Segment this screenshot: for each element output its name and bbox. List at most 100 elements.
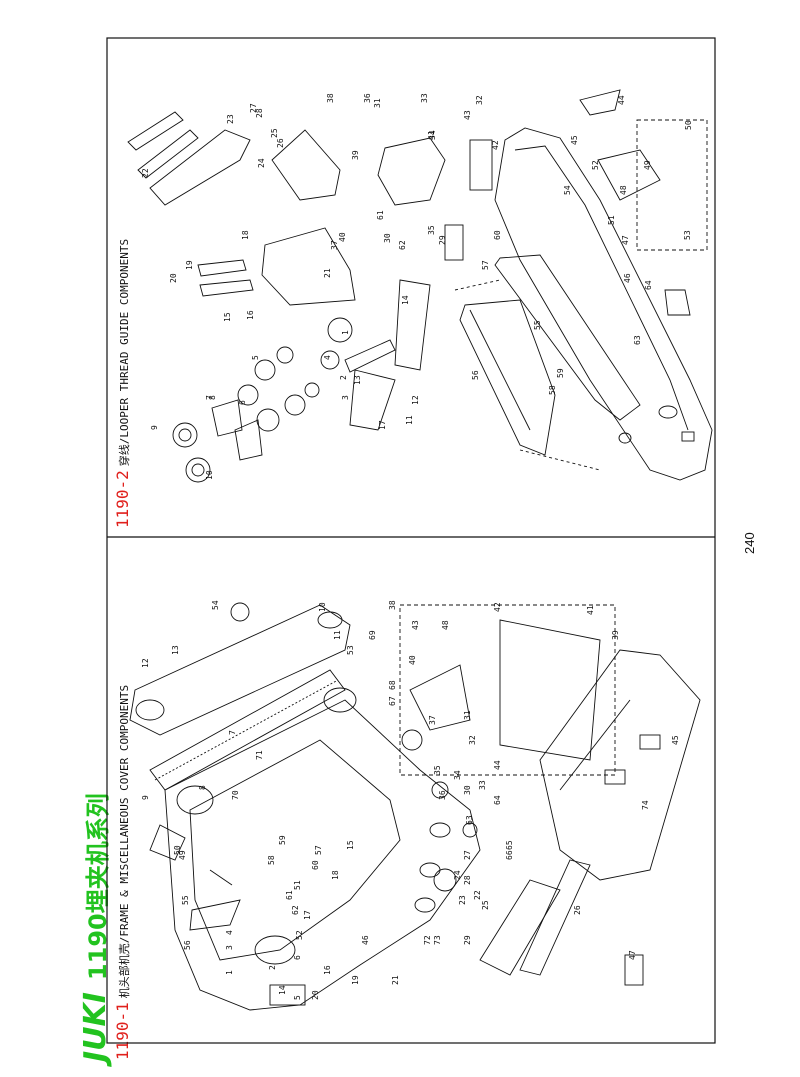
callout-panel1-37: 37 <box>428 715 437 725</box>
callout-panel1-46: 46 <box>361 935 370 945</box>
callout-panel1-23: 23 <box>458 895 467 905</box>
callout-labels: 1234567891011121314151617181920212223242… <box>141 93 693 1000</box>
callout-panel2-59: 59 <box>556 368 565 378</box>
callout-panel2-32: 32 <box>475 95 484 105</box>
callout-panel2-2: 2 <box>339 375 348 380</box>
callout-panel2-61: 61 <box>376 210 385 220</box>
callout-panel1-17: 17 <box>303 910 312 920</box>
callout-panel2-58: 58 <box>548 385 557 395</box>
callout-panel2-45: 45 <box>570 135 579 145</box>
callout-panel2-35: 35 <box>427 225 436 235</box>
callout-panel1-21: 21 <box>391 975 400 985</box>
callout-panel1-25: 25 <box>481 900 490 910</box>
callout-panel1-14: 14 <box>278 985 287 995</box>
callout-panel1-36: 36 <box>438 790 447 800</box>
callout-panel1-29: 29 <box>463 935 472 945</box>
callout-panel2-16: 16 <box>246 310 255 320</box>
page-frame <box>106 37 716 1044</box>
callout-panel2-43: 43 <box>463 110 472 120</box>
callout-panel2-42: 42 <box>491 140 500 150</box>
callout-panel2-24: 24 <box>257 158 266 168</box>
callout-panel2-10: 10 <box>205 470 214 480</box>
callout-panel1-72: 72 <box>423 935 432 945</box>
callout-panel2-19: 19 <box>185 260 194 270</box>
callout-panel2-23: 23 <box>226 114 235 124</box>
callout-panel2-49: 49 <box>643 160 652 170</box>
callout-panel1-5: 5 <box>293 995 302 1000</box>
callout-panel1-50: 50 <box>173 845 182 855</box>
callout-panel1-33: 33 <box>478 780 487 790</box>
callout-panel2-34: 34 <box>428 130 437 140</box>
callout-panel2-52: 52 <box>591 160 600 170</box>
callout-panel1-48: 48 <box>441 620 450 630</box>
callout-panel1-55: 55 <box>181 895 190 905</box>
callout-panel1-56: 56 <box>183 940 192 950</box>
callout-panel2-21: 21 <box>323 268 332 278</box>
callout-panel1-71: 71 <box>255 750 264 760</box>
callout-panel2-38: 38 <box>326 93 335 103</box>
callout-panel1-1: 1 <box>225 970 234 975</box>
callout-panel2-40: 40 <box>338 232 347 242</box>
callout-panel1-63: 63 <box>465 815 474 825</box>
callout-panel2-15: 15 <box>223 312 232 322</box>
callout-panel1-59: 59 <box>278 835 287 845</box>
callout-panel1-31: 31 <box>463 710 472 720</box>
callout-panel2-56: 56 <box>471 370 480 380</box>
callout-panel1-66: 66 <box>505 850 514 860</box>
callout-panel2-50: 50 <box>684 120 693 130</box>
callout-panel1-51: 51 <box>293 880 302 890</box>
callout-panel2-22: 22 <box>141 168 150 178</box>
callout-panel1-9: 9 <box>141 795 150 800</box>
callout-panel2-17: 17 <box>378 420 387 430</box>
callout-panel2-13: 13 <box>353 375 362 385</box>
callout-panel1-38: 38 <box>388 600 397 610</box>
callout-panel1-16: 16 <box>323 965 332 975</box>
callout-panel1-67: 67 <box>388 696 397 706</box>
callout-panel2-53: 53 <box>683 230 692 240</box>
callout-panel1-7: 7 <box>228 730 237 735</box>
callout-panel2-9: 9 <box>150 425 159 430</box>
callout-panel1-70: 70 <box>231 790 240 800</box>
callout-panel2-30: 30 <box>383 233 392 243</box>
callout-panel1-45: 45 <box>671 735 680 745</box>
callout-panel2-4: 4 <box>323 355 332 360</box>
callout-panel1-73: 73 <box>433 935 442 945</box>
callout-panel1-20: 20 <box>311 990 320 1000</box>
callout-panel1-2: 2 <box>268 965 277 970</box>
callout-panel1-13: 13 <box>171 645 180 655</box>
callout-panel2-11: 11 <box>405 415 414 425</box>
callout-panel1-68: 68 <box>388 680 397 690</box>
callout-panel1-28: 28 <box>463 875 472 885</box>
callout-panel2-37: 37 <box>330 240 339 250</box>
callout-panel1-52: 52 <box>295 930 304 940</box>
callout-panel2-63: 63 <box>633 335 642 345</box>
callout-panel1-34: 34 <box>453 770 462 780</box>
callout-panel1-8: 8 <box>198 785 207 790</box>
callout-panel1-32: 32 <box>468 735 477 745</box>
callout-panel2-57: 57 <box>481 260 490 270</box>
callout-panel2-27: 27 <box>249 103 258 113</box>
callout-panel2-5: 5 <box>251 355 260 360</box>
callout-panel1-27: 27 <box>463 850 472 860</box>
callout-panel1-60: 60 <box>311 860 320 870</box>
panel-1-drawing <box>129 602 701 1011</box>
callout-panel1-44: 44 <box>493 760 502 770</box>
callout-panel2-54: 54 <box>563 185 572 195</box>
callout-panel1-43: 43 <box>411 620 420 630</box>
callout-panel2-14: 14 <box>401 295 410 305</box>
callout-panel1-47: 47 <box>628 950 637 960</box>
callout-panel2-25: 25 <box>270 128 279 138</box>
callout-panel2-18: 18 <box>241 230 250 240</box>
callout-panel1-62: 62 <box>291 905 300 915</box>
callout-panel1-74: 74 <box>641 800 650 810</box>
callout-panel1-11: 11 <box>333 630 342 640</box>
callout-panel2-41: 41 <box>427 130 436 140</box>
callout-panel1-65: 65 <box>505 840 514 850</box>
callout-panel1-4: 4 <box>225 930 234 935</box>
callout-panel1-18: 18 <box>331 870 340 880</box>
callout-panel1-58: 58 <box>267 855 276 865</box>
callout-panel1-64: 64 <box>493 795 502 805</box>
callout-panel2-36: 36 <box>363 93 372 103</box>
